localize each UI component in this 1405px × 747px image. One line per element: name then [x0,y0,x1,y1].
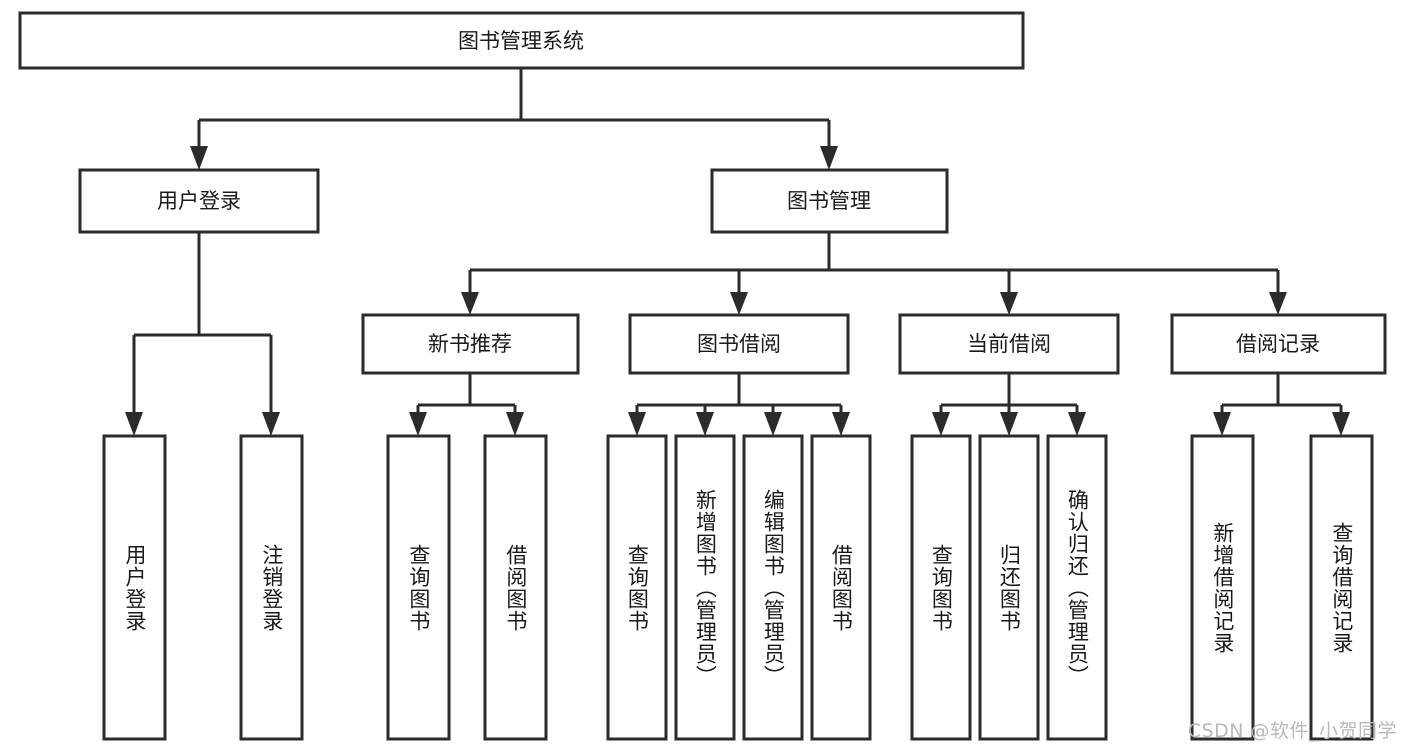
leaf-query-book-current-box[interactable] [910,434,972,741]
node-current-borrow-label: 当前借阅 [967,332,1051,356]
leaf-confirm-return-label: 确认归还（管理员） [1065,488,1090,687]
leaf-return-book[interactable]: 归还图书 [978,434,1040,741]
leaf-user-login[interactable]: 用户登录 [102,434,167,741]
arrow-head-leaf-query-book-1 [409,412,427,436]
connector-group-root [190,68,838,170]
arrow-head-leaf-borrow-book-1 [506,412,524,436]
node-user-login-label: 用户登录 [157,189,241,213]
node-book-management[interactable]: 图书管理 [710,168,949,234]
connector-group-new-book [409,373,524,436]
leaf-query-book-recommend-box[interactable] [386,434,451,741]
leaf-add-borrow-record-label: 新增借阅记录 [1210,521,1235,654]
arrow-head-book-borrow [730,292,748,315]
arrow-head-leaf-edit-book [764,412,782,436]
arrow-head-leaf-confirm-return [1068,412,1086,436]
leaf-return-book-box[interactable] [978,434,1040,741]
node-borrow-records[interactable]: 借阅记录 [1170,313,1387,375]
arrow-head-leaf-query-book-2 [628,412,646,436]
leaf-query-borrow-record-label: 查询借阅记录 [1329,521,1354,654]
leaf-add-borrow-record-box[interactable] [1190,434,1255,741]
node-current-borrow-box[interactable] [898,313,1120,375]
leaf-return-book-label: 归还图书 [997,543,1022,632]
leaf-confirm-return-box[interactable] [1046,434,1108,741]
connector-group-book-mgmt [461,232,1287,315]
node-borrow-records-box[interactable] [1170,313,1387,375]
arrow-head-leaf-query-record [1332,412,1350,436]
arrow-head-leaf-add-book [696,412,714,436]
leaf-borrow-book-recommend-label: 借阅图书 [503,543,528,632]
leaf-query-book-current[interactable]: 查询图书 [910,434,972,741]
arrow-head-leaf-logout [262,412,280,436]
connector-group-user-login [125,232,280,436]
leaf-query-book-recommend-label: 查询图书 [406,543,431,632]
node-book-management-label: 图书管理 [787,189,871,213]
leaf-logout[interactable]: 注销登录 [239,434,304,741]
leaf-query-book-borrow[interactable]: 查询图书 [606,434,668,741]
arrow-head-leaf-query-book-3 [932,412,950,436]
leaf-query-borrow-record-box[interactable] [1309,434,1374,741]
arrow-head-user-login [190,146,208,170]
leaf-user-login-label: 用户登录 [122,543,147,632]
connector-group-current-borrow [932,373,1086,436]
node-book-borrow[interactable]: 图书借阅 [628,313,850,375]
node-borrow-records-label: 借阅记录 [1236,332,1320,356]
arrow-head-leaf-user-login [125,412,143,436]
connector-group-borrow-records [1213,373,1350,436]
leaf-add-borrow-record[interactable]: 新增借阅记录 [1190,434,1255,741]
node-book-borrow-label: 图书借阅 [697,332,781,356]
leaf-add-book-box[interactable] [674,434,736,741]
leaf-query-book-borrow-box[interactable] [606,434,668,741]
leaf-edit-book-box[interactable] [742,434,804,741]
node-root-box[interactable] [18,11,1025,70]
leaf-query-book-borrow-label: 查询图书 [625,543,650,632]
node-user-login-box[interactable] [78,168,320,234]
arrow-head-current-borrow [1000,292,1018,315]
node-root[interactable]: 图书管理系统 [18,11,1025,70]
leaf-edit-book-label: 编辑图书（管理员） [761,488,786,687]
node-root-label: 图书管理系统 [458,29,584,53]
leaf-add-book-label: 新增图书（管理员） [693,488,718,687]
arrow-head-new-book [461,292,479,315]
node-current-borrow[interactable]: 当前借阅 [898,313,1120,375]
leaf-user-login-box[interactable] [102,434,167,741]
leaf-add-book[interactable]: 新增图书（管理员） [674,434,736,741]
leaf-borrow-book-recommend[interactable]: 借阅图书 [483,434,548,741]
node-new-book-recommend-label: 新书推荐 [428,332,512,356]
node-book-borrow-box[interactable] [628,313,850,375]
leaf-borrow-book-recommend-box[interactable] [483,434,548,741]
leaf-edit-book[interactable]: 编辑图书（管理员） [742,434,804,741]
arrow-head-leaf-return-book [1000,412,1018,436]
arrow-head-leaf-add-record [1213,412,1231,436]
connector-group-book-borrow [628,373,850,436]
leaf-confirm-return[interactable]: 确认归还（管理员） [1046,434,1108,741]
leaf-query-book-current-label: 查询图书 [929,543,954,632]
leaf-query-borrow-record[interactable]: 查询借阅记录 [1309,434,1374,741]
leaf-borrow-book-label: 借阅图书 [829,543,854,632]
node-book-management-box[interactable] [710,168,949,234]
leaf-query-book-recommend[interactable]: 查询图书 [386,434,451,741]
arrow-head-leaf-borrow-book-2 [832,412,850,436]
leaf-logout-label: 注销登录 [259,543,284,632]
node-user-login[interactable]: 用户登录 [78,168,320,234]
leaf-borrow-book-box[interactable] [810,434,872,741]
leaf-borrow-book[interactable]: 借阅图书 [810,434,872,741]
node-new-book-recommend-box[interactable] [361,313,580,375]
leaf-logout-box[interactable] [239,434,304,741]
node-new-book-recommend[interactable]: 新书推荐 [361,313,580,375]
arrow-head-book-mgmt [820,146,838,170]
arrow-head-borrow-records [1269,292,1287,315]
